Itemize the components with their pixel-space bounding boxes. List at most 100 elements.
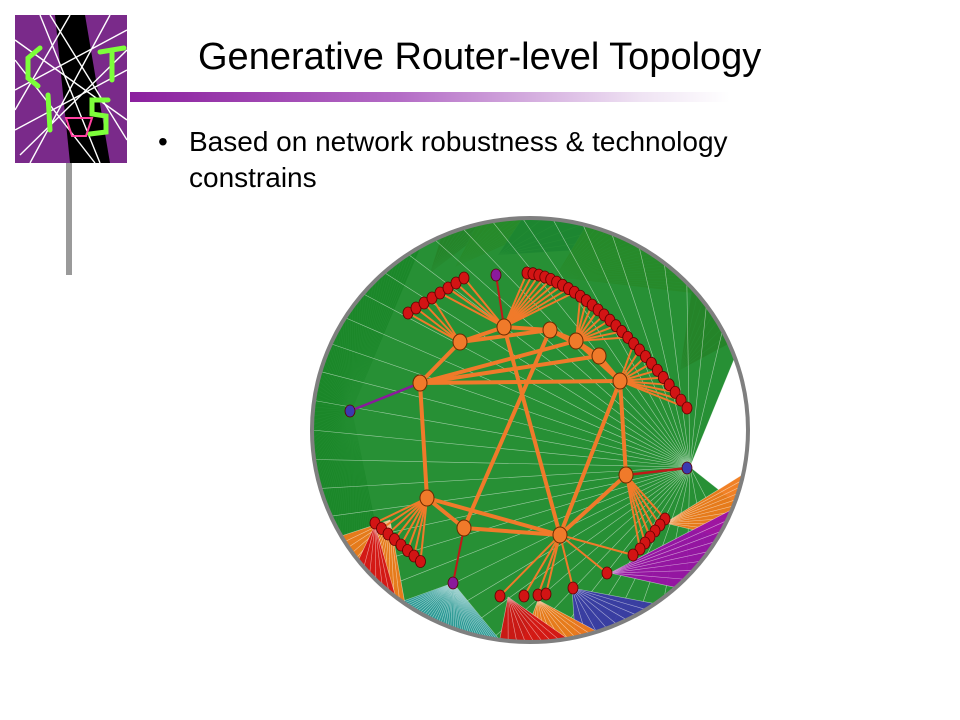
access-link-arc xyxy=(575,330,623,342)
link-i-k xyxy=(426,496,561,537)
core-router-d xyxy=(542,321,558,339)
access-link-bottom-right xyxy=(625,474,656,532)
router-links xyxy=(349,272,688,597)
link-b-d xyxy=(459,328,551,344)
core-router-e xyxy=(568,332,584,350)
access-link-bottom-right xyxy=(625,474,641,550)
access-link-bottom-left xyxy=(387,497,428,535)
router-nodes xyxy=(344,266,693,603)
fan-teal-bottom-line xyxy=(410,582,454,608)
fan-purple-bottom-right-line xyxy=(609,572,676,588)
gateway-node-right xyxy=(681,461,693,475)
link-k-h xyxy=(558,473,628,537)
access-link-bottom-left xyxy=(393,497,428,541)
link-a-i xyxy=(418,382,429,499)
fan-blue-bottom-line xyxy=(571,587,597,633)
link-c-k xyxy=(502,326,562,536)
gateway-node-bottom xyxy=(447,576,459,590)
fan-red-bottom-line xyxy=(507,596,517,642)
access-link-arc xyxy=(619,380,688,409)
fan-red-bottom-line xyxy=(507,596,526,642)
core-router-b xyxy=(452,333,468,351)
fan-green-right-line xyxy=(689,305,707,468)
access-link-top xyxy=(407,312,461,343)
fan-orange-right-line xyxy=(664,493,739,524)
fan-purple-bottom-right-line xyxy=(609,541,716,574)
fan-purple-bottom-right-line xyxy=(609,509,733,574)
fan-blue-bottom-line xyxy=(571,587,608,629)
gateway-node-top xyxy=(490,268,502,282)
fan-green-right-line xyxy=(522,218,691,468)
access-link-arc xyxy=(575,336,628,342)
access-link-bottom-left xyxy=(380,497,428,530)
fan-red-bottom-left-line xyxy=(374,524,383,586)
fan-red-bottom-left-line xyxy=(357,524,376,561)
fan-purple-bottom-right-wedge xyxy=(610,509,733,588)
bullet-text: Based on network robustness & technology… xyxy=(189,126,728,193)
fan-teal-bottom-line xyxy=(445,582,454,626)
fan-blue-bottom-line xyxy=(571,587,637,616)
fan-red-bottom-left-line xyxy=(369,524,376,574)
fan-red-bottom-line xyxy=(507,596,569,640)
access-link-bottom xyxy=(537,534,561,596)
access-link-top xyxy=(423,302,461,343)
link-a-e xyxy=(419,339,577,385)
core-router-f xyxy=(591,347,607,365)
fan-orange-bottom-line xyxy=(537,599,591,635)
link-to-bottom-gateway xyxy=(452,527,465,584)
core-router-i xyxy=(419,489,435,507)
fan-green-right-line xyxy=(638,466,691,614)
fan-orange-bottom-line xyxy=(537,599,583,636)
fan-teal-bottom-line xyxy=(443,582,454,625)
fan-green-right-line xyxy=(314,400,691,468)
topology-diagram xyxy=(280,205,760,670)
fan-teal-bottom-line xyxy=(435,582,454,622)
fan-red-bottom-left-line xyxy=(363,524,376,568)
fan-teal-bottom-line xyxy=(438,582,454,623)
fan-teal-bottom-line xyxy=(428,582,454,619)
access-link-top xyxy=(455,282,505,328)
logo-accent-shape xyxy=(64,117,94,137)
fan-teal-bottom-line xyxy=(452,582,469,634)
fan-blue-bottom-line xyxy=(571,587,618,625)
fan-green-right-line xyxy=(611,233,691,468)
fan-purple-bottom-right-lines xyxy=(609,509,733,588)
fan-orange-right-line xyxy=(664,499,736,524)
fan-blue-bottom-line xyxy=(571,587,656,604)
fan-teal-bottom-line xyxy=(452,582,472,635)
link-d-j xyxy=(462,329,552,529)
fan-teal-bottom-line xyxy=(401,582,454,602)
logo-graphic xyxy=(14,14,128,275)
access-link-bottom-left xyxy=(374,497,428,524)
host-node xyxy=(518,589,530,603)
core-router-g xyxy=(612,372,628,390)
host-node xyxy=(627,548,639,562)
fan-teal-bottom-line xyxy=(452,582,474,635)
ctis-logo xyxy=(0,0,135,280)
access-link-bottom-right xyxy=(625,474,646,544)
access-link-bottom xyxy=(499,534,561,597)
fan-red-bottom-line xyxy=(499,596,509,640)
fan-red-bottom-lines xyxy=(499,596,569,642)
fan-green-right-line xyxy=(345,317,691,468)
host-node xyxy=(681,401,693,415)
link-g-k xyxy=(558,380,622,536)
fan-teal-bottom-line xyxy=(452,582,462,632)
fan-teal-bottom-line xyxy=(406,582,454,605)
fan-teal-bottom-line xyxy=(452,582,480,637)
fan-teal-bottom-line xyxy=(452,582,457,630)
fan-red-bottom-line xyxy=(507,596,560,641)
fan-green-right-line xyxy=(320,371,691,468)
link-to-top-gateway xyxy=(495,274,505,328)
topology-boundary xyxy=(310,216,750,644)
fan-teal-bottom-line xyxy=(452,582,498,640)
fan-purple-bottom-right-line xyxy=(609,530,722,574)
access-link-bottom-right xyxy=(625,474,661,526)
fan-teal-bottom-line xyxy=(417,582,454,612)
fan-red-bottom-line xyxy=(507,596,535,642)
fan-teal-bottom-line xyxy=(452,582,482,637)
fan-teal-bottom-wedge xyxy=(401,583,500,640)
logo-letters xyxy=(25,45,127,137)
fan-teal-bottom-line xyxy=(433,582,454,621)
fan-teal-bottom-line xyxy=(431,582,454,620)
